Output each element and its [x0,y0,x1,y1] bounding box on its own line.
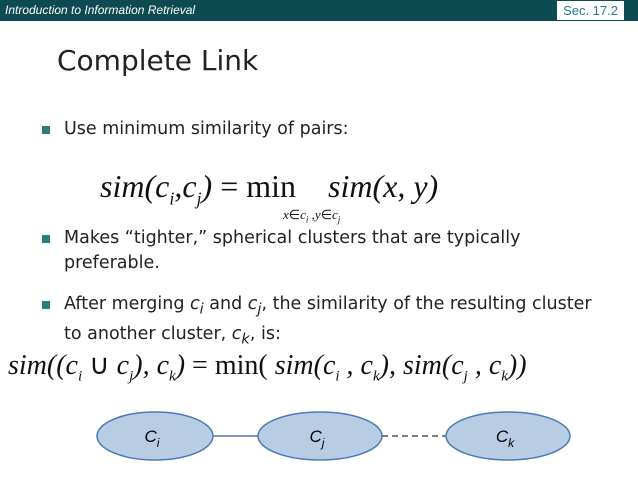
bullet-marker [42,126,50,134]
cluster-label-cj: Cj [310,427,325,450]
cluster-node-ck [445,411,571,461]
bullet-1-text: Use minimum similarity of pairs: [64,119,349,139]
bullet-1: Use minimum similarity of pairs: [42,117,602,142]
cluster-label-ci: Ci [145,427,160,450]
bullet-2-text: Makes “tighter,” spherical clusters that… [64,228,521,273]
bullet-3-text: After merging ci and cj, the similarity … [64,294,592,347]
cluster-diagram: Ci Cj Ck [96,411,571,461]
equation-merge-similarity: sim((ci ∪ cj), ck) = min( sim(ci , ck), … [8,350,527,385]
bullet-marker [42,301,50,309]
bullet-3: After merging ci and cj, the similarity … [42,292,602,351]
bullet-2: Makes “tighter,” spherical clusters that… [42,226,602,276]
header-bar: Introduction to Information Retrieval Se… [0,0,638,21]
equation-min-subscript: x∈ci ,y∈cj [283,207,341,225]
cluster-node-ci [96,411,214,461]
cluster-node-cj [257,411,383,461]
section-badge: Sec. 17.2 [557,1,624,20]
cluster-label-ck: Ck [496,427,515,450]
equation-min-similarity: sim(ci,cj) = min sim(x, y) [100,168,439,209]
bullet-marker [42,235,50,243]
slide-title: Complete Link [57,44,259,77]
course-title: Introduction to Information Retrieval [5,3,196,17]
